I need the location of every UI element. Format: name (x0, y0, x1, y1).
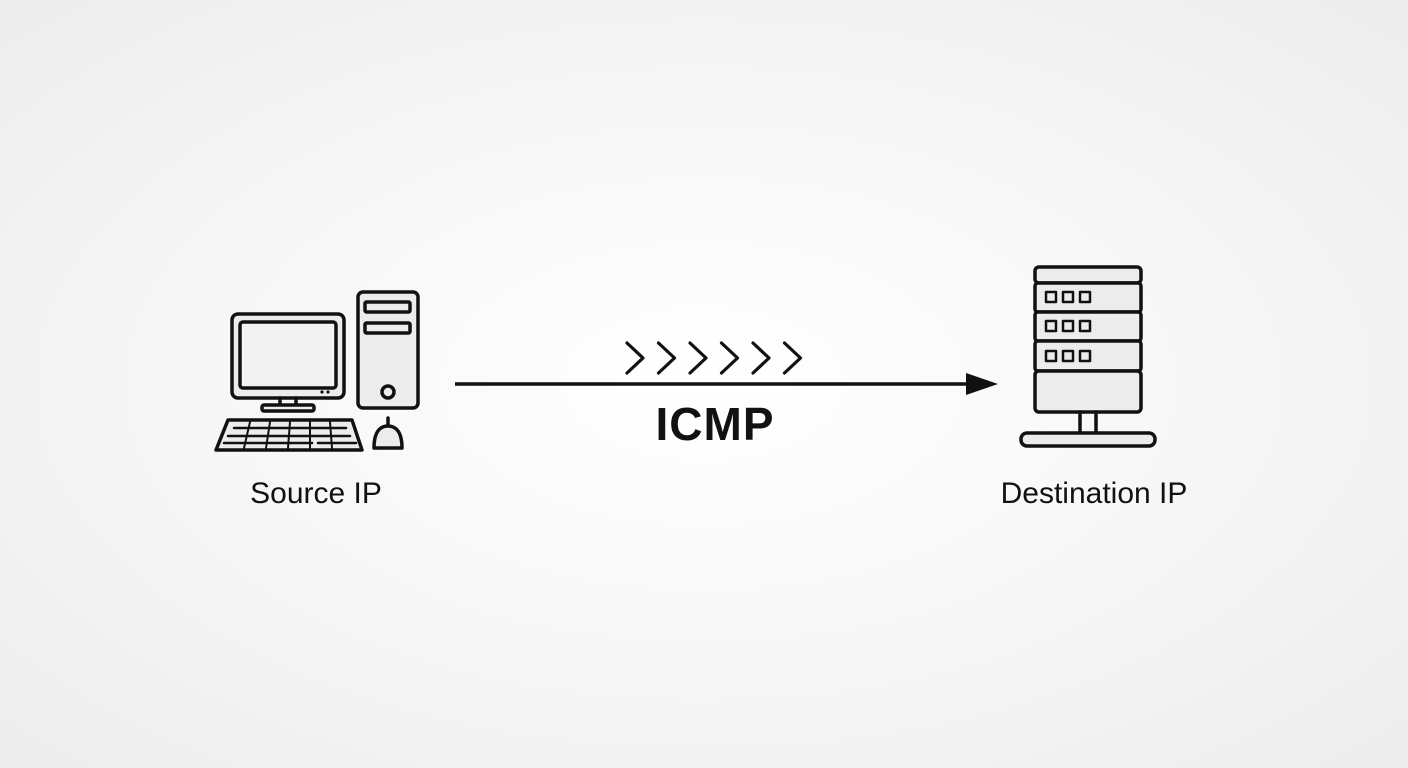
chevron-right-icon (751, 341, 771, 375)
chevron-right-icon (625, 341, 645, 375)
arrowhead-icon (966, 373, 998, 395)
desktop-computer-icon (214, 290, 420, 452)
connection-arrow (455, 373, 998, 395)
tower-case-icon (356, 290, 420, 410)
mouse-icon (372, 416, 404, 450)
chevron-right-icon (656, 341, 677, 375)
protocol-label: ICMP (655, 398, 775, 450)
chevron-right-icon (782, 341, 803, 375)
drive-indicator-icons (1044, 290, 1092, 363)
chevron-right-icon (688, 341, 708, 375)
chevron-right-icon (719, 341, 740, 375)
source-ip-label: Source IP (250, 477, 382, 510)
monitor-icon (230, 312, 346, 413)
keyboard-icon (214, 418, 364, 452)
packet-chevrons (625, 341, 803, 375)
destination-ip-label: Destination IP (1000, 477, 1188, 510)
server-rack-icon (1019, 265, 1157, 448)
